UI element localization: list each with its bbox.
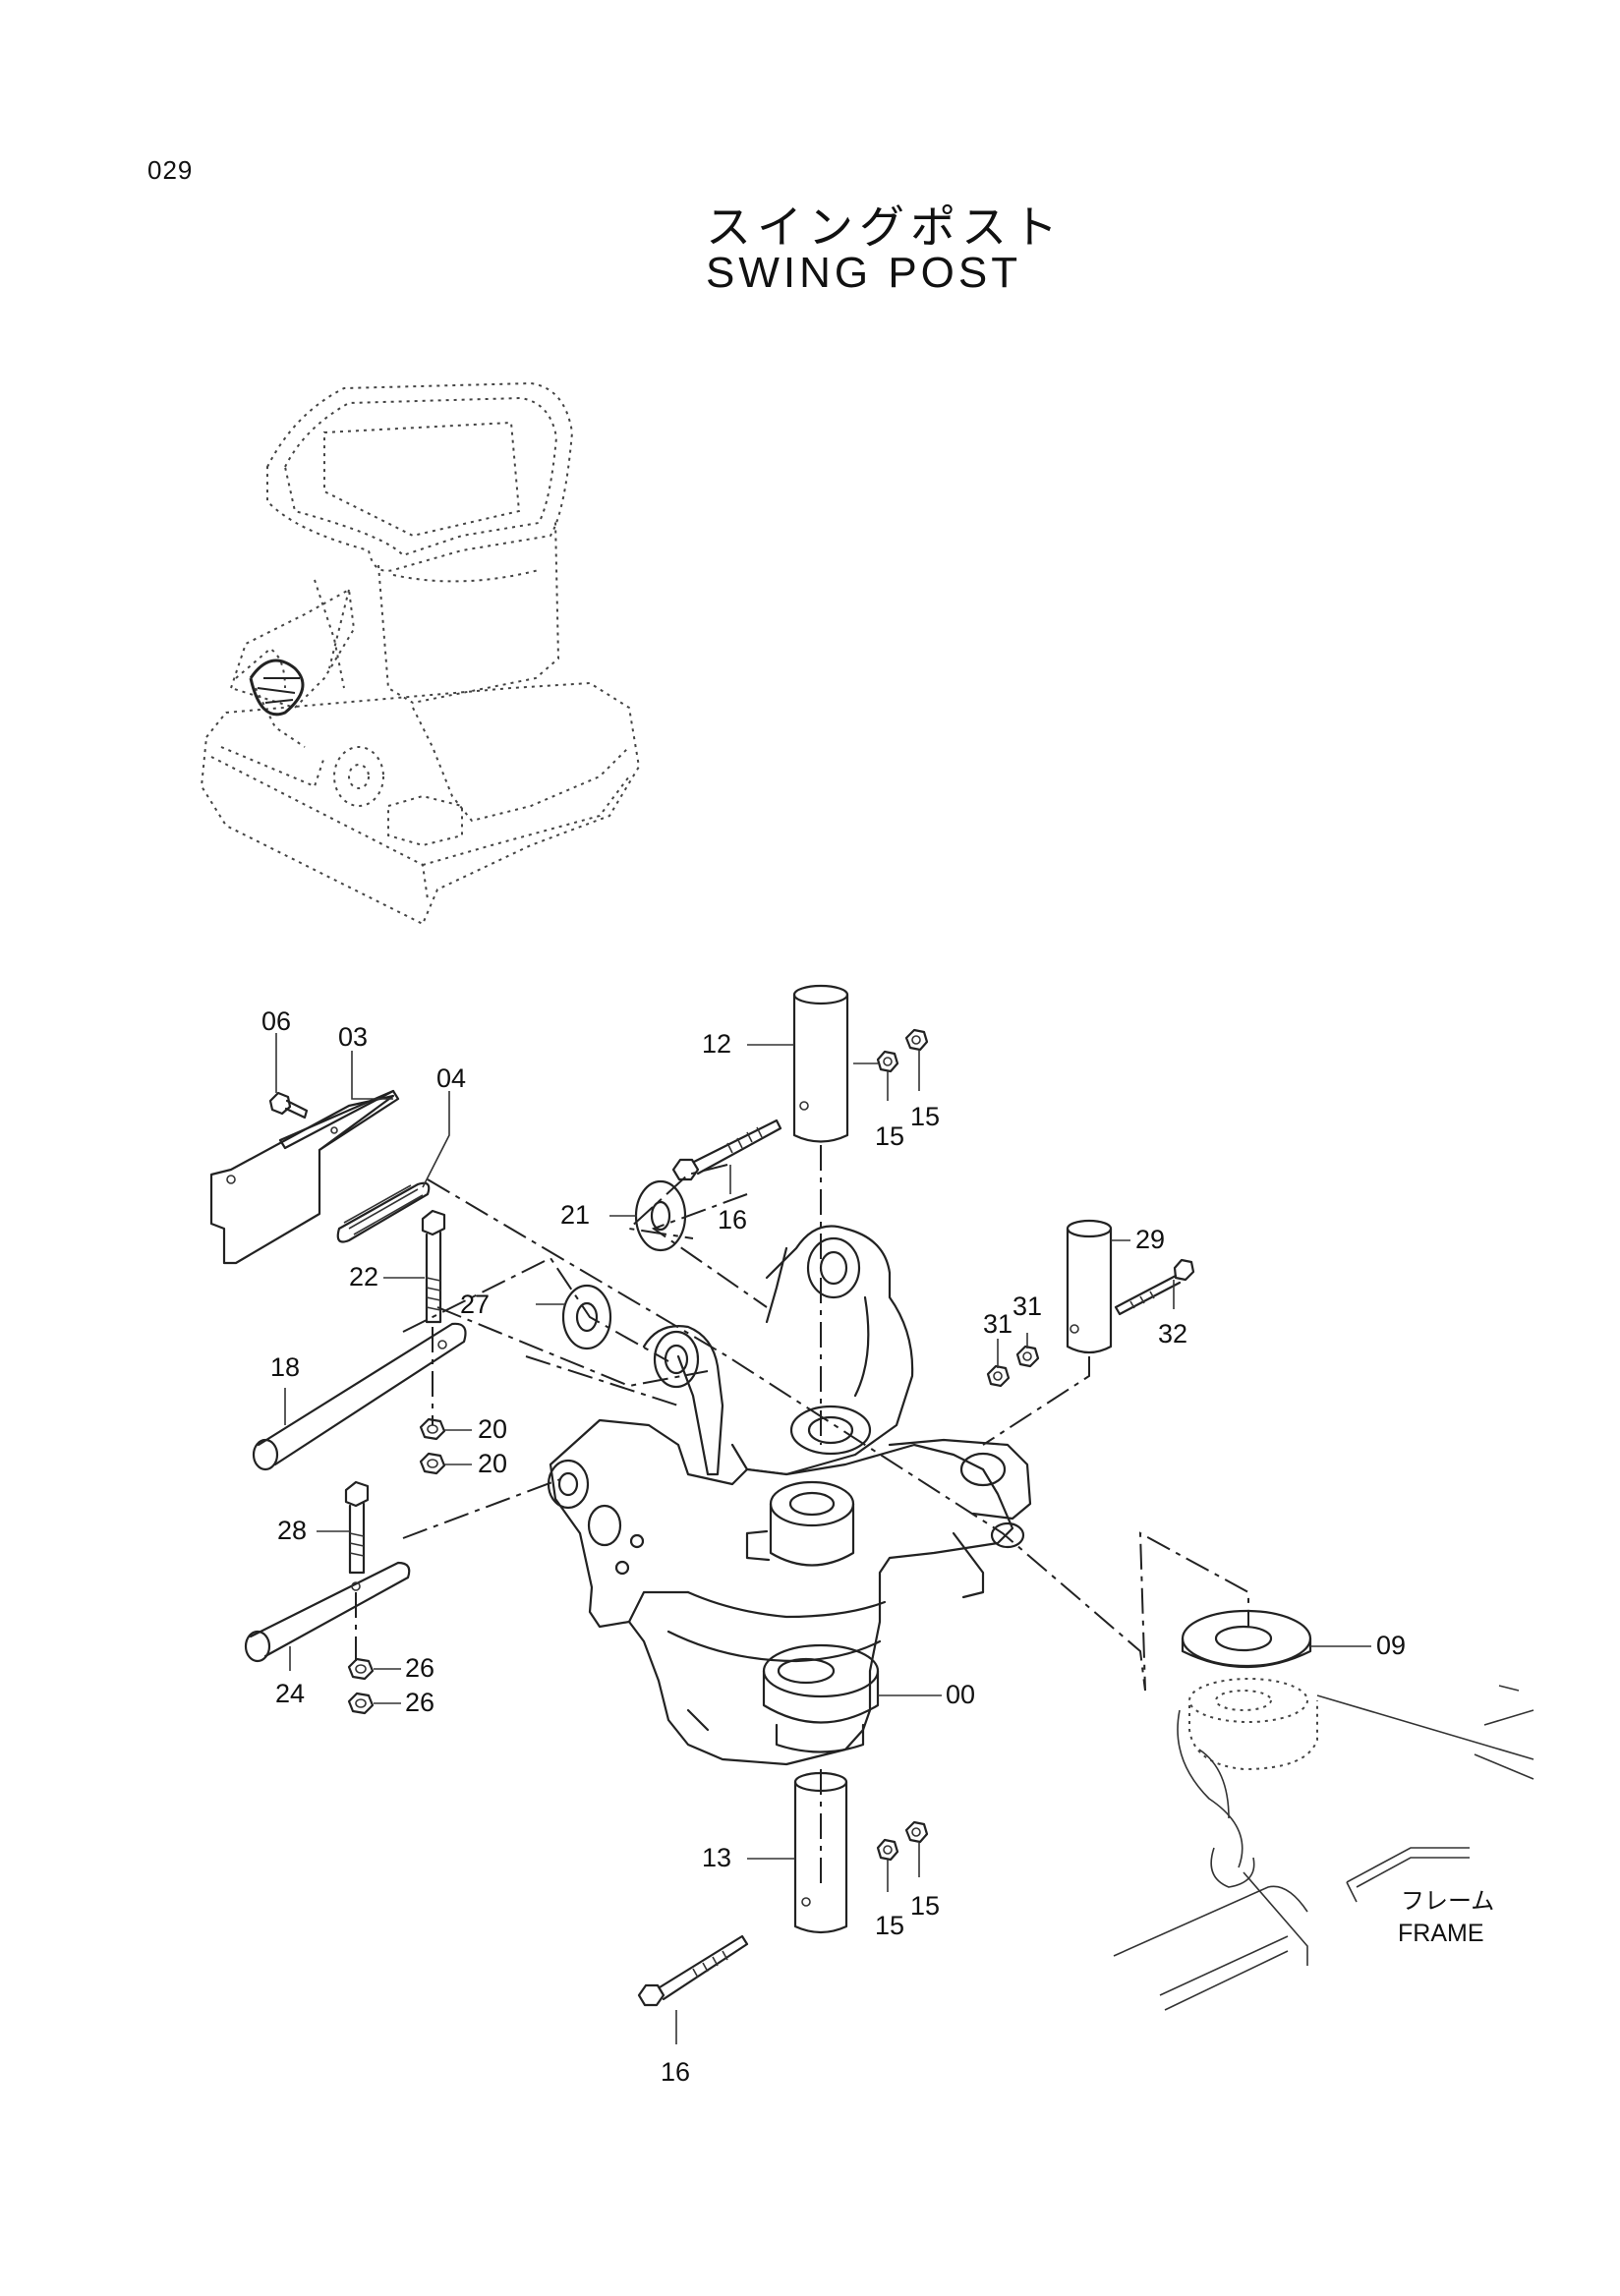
callout-24: 24: [275, 1679, 305, 1708]
callout-29: 29: [1135, 1225, 1165, 1254]
callout-13: 13: [702, 1843, 731, 1872]
callout-28: 28: [277, 1516, 307, 1545]
pin-18: [252, 1322, 467, 1471]
title-english: SWING POST: [706, 249, 1022, 297]
frame-label-english: FRAME: [1398, 1920, 1484, 1947]
callout-04: 04: [436, 1063, 466, 1093]
callout-15-b: 15: [910, 1102, 940, 1131]
pin-12: [792, 984, 849, 1143]
bushing-09: [1181, 1609, 1312, 1669]
pin-24: [244, 1561, 411, 1663]
bolt-32: [1114, 1258, 1195, 1316]
callout-15-a: 15: [875, 1121, 904, 1151]
title-japanese: スイングポスト: [706, 201, 1064, 254]
bolt-28: [344, 1480, 370, 1575]
callout-31-a: 31: [983, 1309, 1012, 1339]
callout-12: 12: [702, 1029, 731, 1059]
nuts-20: [419, 1417, 446, 1475]
callout-27: 27: [460, 1290, 490, 1319]
callout-03: 03: [338, 1022, 368, 1052]
nuts-15-lower: [876, 1820, 929, 1862]
callout-06: 06: [261, 1006, 291, 1036]
callout-26-a: 26: [405, 1653, 434, 1683]
bolt-22: [421, 1209, 446, 1324]
leader-lines: [275, 1033, 1371, 2044]
bolt-06: [268, 1091, 309, 1119]
rubber-pad-04: [336, 1181, 431, 1243]
callout-20-a: 20: [478, 1414, 507, 1444]
callout-21: 21: [560, 1200, 590, 1230]
callout-09: 09: [1376, 1631, 1406, 1660]
washer-27: [561, 1284, 612, 1350]
bolt-16-upper: [671, 1119, 782, 1181]
callout-00: 00: [946, 1680, 975, 1709]
callout-labels: 06 03 04 12 15 15 16 21 22 27 18 20 20 2…: [261, 1006, 1494, 2087]
callout-18: 18: [270, 1352, 300, 1382]
nuts-15-upper: [876, 1028, 929, 1073]
nuts-26: [347, 1657, 375, 1715]
callout-16-lower: 16: [661, 2057, 690, 2087]
callout-20-b: 20: [478, 1449, 507, 1478]
callout-16-upper: 16: [718, 1205, 747, 1234]
alignment-center-lines: [355, 1145, 1249, 1887]
bracket-plate-03: [209, 1089, 400, 1265]
pin-29: [1066, 1219, 1113, 1354]
callout-15-d: 15: [910, 1891, 940, 1921]
page-number: 029: [147, 155, 194, 185]
pin-13: [793, 1771, 848, 1934]
frame-label-japanese: フレーム: [1401, 1887, 1494, 1915]
swing-post-00: [547, 1225, 1032, 1766]
nuts-31: [986, 1345, 1040, 1388]
callout-31-b: 31: [1012, 1292, 1042, 1321]
callout-26-b: 26: [405, 1688, 434, 1717]
bolt-16-lower: [637, 1934, 749, 2007]
machine-overview-illustration: [200, 381, 641, 926]
frame-section: [1113, 1678, 1534, 2011]
callout-22: 22: [349, 1262, 378, 1292]
callout-32: 32: [1158, 1319, 1187, 1349]
callout-15-c: 15: [875, 1911, 904, 1940]
